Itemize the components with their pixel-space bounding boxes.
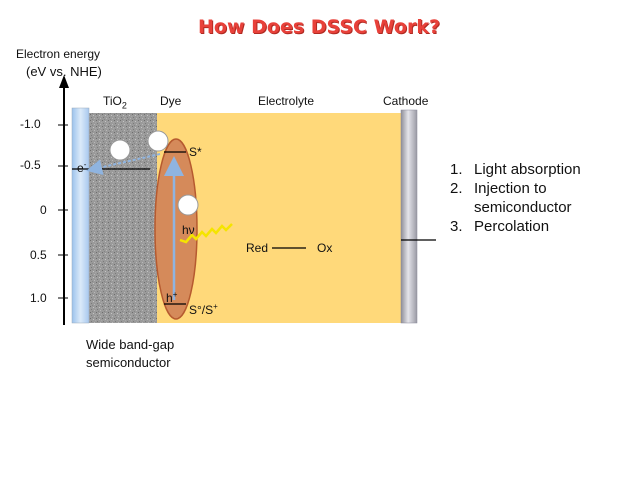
semiconductor-label-line2: semiconductor bbox=[86, 355, 171, 370]
tick-label-0: 0 bbox=[40, 203, 47, 217]
axis-ticks bbox=[58, 124, 68, 299]
hole-label-text: h bbox=[166, 291, 173, 305]
dye-ellipse bbox=[154, 138, 198, 320]
ox-label: Ox bbox=[317, 241, 333, 255]
electron-label-text: e bbox=[77, 161, 84, 175]
cathode-electrode bbox=[400, 109, 418, 324]
electron-circle-1 bbox=[109, 139, 131, 161]
tio2-label-sub: 2 bbox=[121, 100, 127, 111]
dye-label: Dye bbox=[160, 94, 182, 108]
s-star-label: S* bbox=[189, 145, 202, 159]
semiconductor-label-line1: Wide band-gap bbox=[86, 337, 175, 352]
step-item: 3.Percolation bbox=[450, 218, 550, 235]
hole-label-sup: + bbox=[172, 290, 178, 299]
electron-label-sup: - bbox=[83, 160, 87, 169]
ground-state-sup: + bbox=[213, 302, 218, 311]
tick-label-neg1: -1.0 bbox=[20, 117, 41, 131]
step-item: 1.Light absorption bbox=[450, 161, 581, 178]
tio2-label-main: TiO bbox=[103, 94, 122, 108]
anode-electrode bbox=[71, 107, 90, 324]
tick-label-neg05: -0.5 bbox=[20, 158, 41, 172]
step-item: semiconductor bbox=[474, 199, 572, 216]
electrolyte-label: Electrolyte bbox=[258, 94, 315, 108]
ground-state-label: S°/S+ bbox=[189, 302, 218, 317]
electron-circle-2 bbox=[147, 130, 169, 152]
photon-squiggle bbox=[179, 223, 233, 244]
cathode-label: Cathode bbox=[383, 94, 429, 108]
injection-arrow bbox=[86, 153, 161, 176]
electron-circle-3 bbox=[177, 194, 199, 216]
hv-label: hν bbox=[182, 223, 195, 237]
red-label: Red bbox=[246, 241, 269, 255]
tio2-label: TiO2 bbox=[103, 94, 127, 110]
page-title: How Does DSSC Work? bbox=[198, 16, 440, 38]
tick-label-05: 0.5 bbox=[30, 248, 47, 262]
step-item: 2.Injection to bbox=[450, 180, 547, 197]
energy-axis-arrowhead bbox=[59, 75, 69, 88]
electron-label: e- bbox=[77, 160, 86, 175]
hole-label: h+ bbox=[166, 290, 177, 305]
axis-label-line1: Electron energy bbox=[16, 47, 101, 61]
ground-state-text: S°/S bbox=[189, 303, 214, 317]
tick-label-1: 1.0 bbox=[30, 291, 47, 305]
process-steps-list: 1.Light absorption 2.Injection to semico… bbox=[450, 160, 581, 236]
axis-label-line2: (eV vs. NHE) bbox=[26, 64, 102, 79]
